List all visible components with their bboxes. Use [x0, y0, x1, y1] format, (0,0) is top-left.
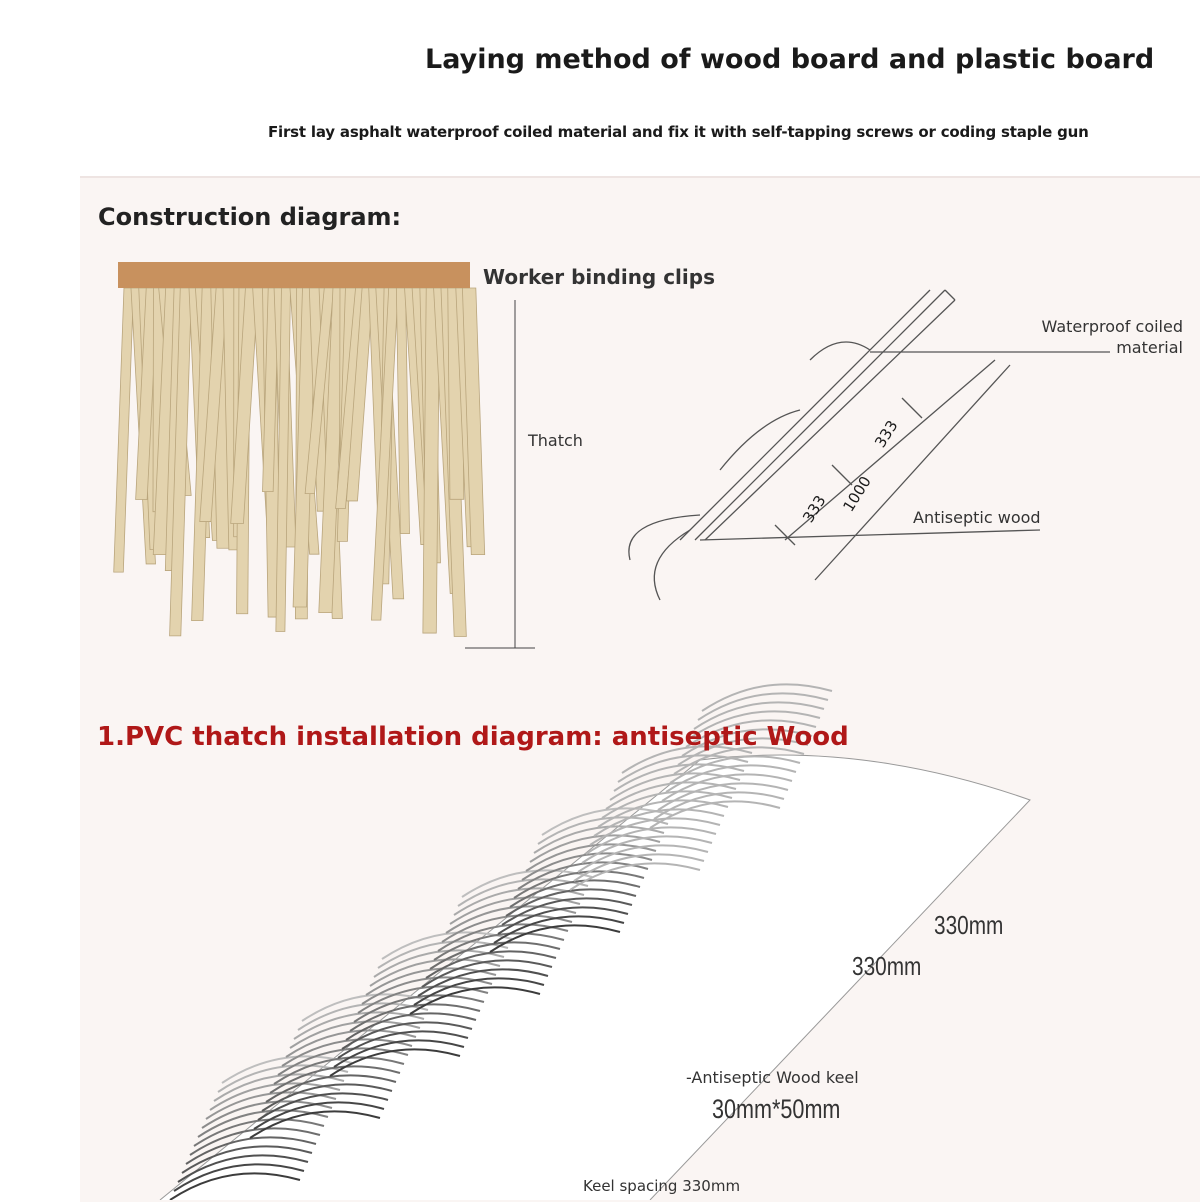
thatch-row-stroke	[345, 1012, 477, 1041]
thatch-strand	[461, 287, 486, 555]
thatch-row-stroke	[697, 692, 829, 721]
thatch-row-stroke	[581, 835, 713, 864]
thatch-row-stroke	[701, 683, 833, 712]
thatch-row-stroke	[577, 844, 709, 873]
pvc-roof-drawing	[159, 683, 1031, 1200]
thatch-row-stroke	[265, 1074, 397, 1103]
thatch-row-stroke	[649, 800, 781, 829]
thatch-row-stroke	[189, 1127, 321, 1156]
thatch-row-stroke	[177, 1154, 309, 1183]
thatch-row-stroke	[665, 764, 797, 793]
binding-clip-board	[118, 262, 470, 288]
waterproof-label: Waterproof coiled material	[1042, 316, 1183, 358]
waterproof-label-line2: material	[1116, 338, 1183, 357]
thatch-strand	[275, 287, 291, 632]
page-title: Laying method of wood board and plastic …	[425, 44, 1155, 75]
thatch-row-stroke	[593, 808, 725, 837]
thatch-row-stroke	[497, 906, 629, 935]
thatch-strand	[169, 287, 192, 637]
thatch-row-stroke	[269, 1065, 401, 1094]
thatch-row-stroke	[253, 1101, 385, 1130]
thatch-row-stroke	[693, 701, 825, 730]
thatch-row-stroke	[677, 737, 809, 766]
thatch-row-stroke	[569, 862, 701, 891]
thatch-row-stroke	[273, 1056, 405, 1085]
thatch-row-stroke	[429, 941, 561, 970]
antiseptic-wood-label: Antiseptic wood	[913, 508, 1041, 527]
thatch-row-stroke	[349, 1003, 481, 1032]
page-subtitle: First lay asphalt waterproof coiled mate…	[268, 123, 1089, 141]
thatch-strand	[371, 287, 399, 621]
thatch-row-stroke	[185, 1136, 317, 1165]
thatch-dimension-line	[465, 300, 535, 649]
thatch-row-stroke	[193, 1118, 325, 1147]
thatch-strands	[113, 287, 486, 637]
thatch-row-stroke	[249, 1110, 381, 1139]
keel-label: -Antiseptic Wood keel	[686, 1068, 859, 1087]
thatch-row-stroke	[493, 915, 625, 944]
thatch-row-stroke	[685, 719, 817, 748]
thatch-row-stroke	[169, 1172, 301, 1200]
thatch-strand	[346, 287, 374, 502]
thatch-row-stroke	[353, 994, 485, 1023]
thatch-strand	[395, 287, 410, 535]
thatch-row-stroke	[433, 932, 565, 961]
thatch-row-stroke	[573, 853, 705, 882]
thatch-row-stroke	[261, 1083, 393, 1112]
thatch-row-stroke	[417, 968, 549, 997]
thatch-row-stroke	[337, 1030, 469, 1059]
thatch-row-stroke	[585, 826, 717, 855]
thatch-row-stroke	[673, 746, 805, 775]
thatch-row-stroke	[657, 782, 789, 811]
thatch-row-stroke	[509, 879, 641, 908]
thatch-row-stroke	[661, 773, 793, 802]
waterproof-label-line1: Waterproof coiled	[1041, 317, 1183, 336]
thatch-row-stroke	[257, 1092, 389, 1121]
thatch-row-stroke	[689, 710, 821, 739]
thatch-row-stroke	[329, 1048, 461, 1077]
spacing-label-2: 330mm	[852, 951, 922, 981]
pvc-heading: 1.PVC thatch installation diagram: antis…	[97, 722, 849, 752]
thatch-strand	[230, 287, 259, 524]
thatch-row-stroke	[589, 817, 721, 846]
thatch-strand	[113, 287, 134, 573]
clips-label: Worker binding clips	[483, 265, 715, 289]
thatch-row-stroke	[173, 1163, 305, 1192]
thatch-row-stroke	[425, 950, 557, 979]
roof-board	[159, 754, 1031, 1200]
spacing-label-1: 330mm	[934, 910, 1004, 940]
rafter-section-drawing	[628, 289, 1110, 601]
thatch-row-stroke	[669, 755, 801, 784]
thatch-strand	[304, 287, 335, 495]
thatch-row-stroke	[505, 888, 637, 917]
thatch-row-stroke	[181, 1145, 313, 1174]
thatch-row-stroke	[501, 897, 633, 926]
thatch-row-stroke	[413, 977, 545, 1006]
keel-size: 30mm*50mm	[712, 1094, 841, 1124]
thatch-row-stroke	[653, 791, 785, 820]
thatch-row-stroke	[409, 986, 541, 1015]
thatch-row-stroke	[681, 728, 813, 757]
thatch-row-stroke	[341, 1021, 473, 1050]
thatch-row-stroke	[333, 1039, 465, 1068]
thatch-strand	[199, 287, 228, 522]
keel-spacing-label: Keel spacing 330mm	[583, 1177, 741, 1195]
thatch-label: Thatch	[528, 431, 583, 450]
construction-heading: Construction diagram:	[98, 203, 402, 231]
thatch-row-stroke	[421, 959, 553, 988]
thatch-row-stroke	[513, 870, 645, 899]
thatch-row-stroke	[489, 924, 621, 953]
